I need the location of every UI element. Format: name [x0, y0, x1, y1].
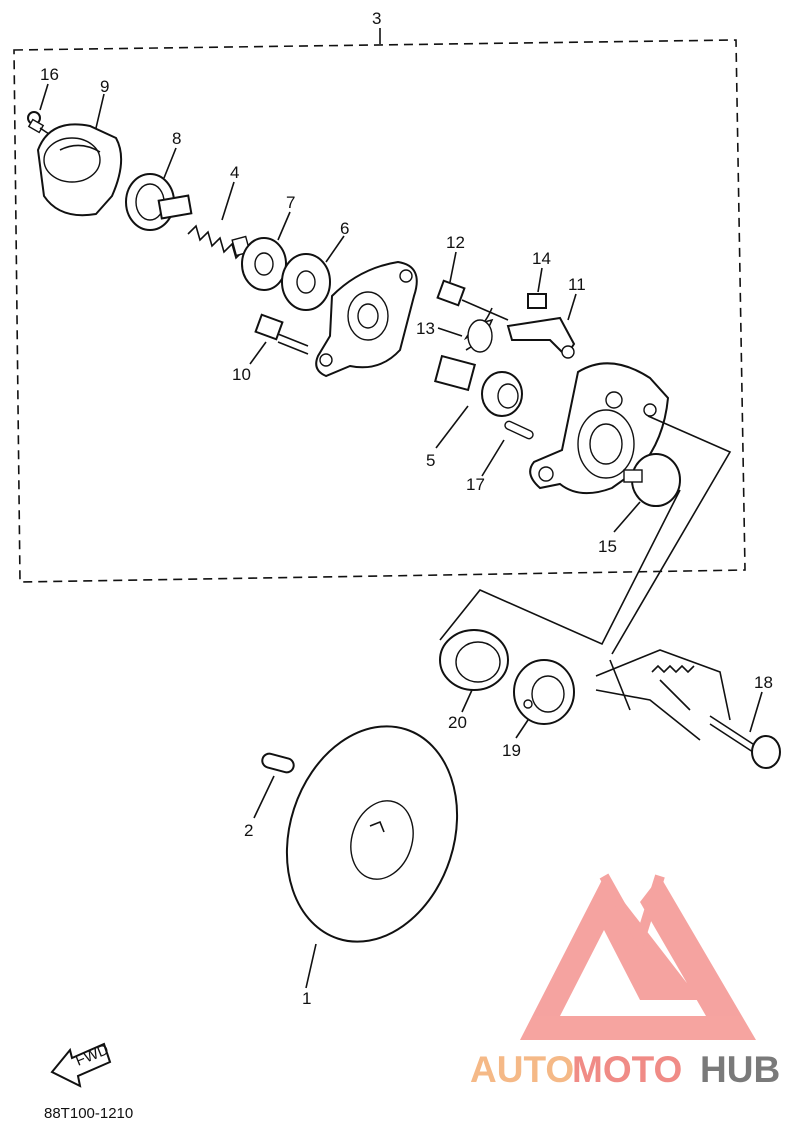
- part-main-housing: [529, 362, 670, 495]
- part-19-bearing: [513, 659, 575, 725]
- label-3: 3: [372, 9, 381, 28]
- part-11-lever: [506, 316, 576, 359]
- leader-4: [221, 181, 235, 221]
- brand-part-hub: HUB: [700, 1049, 780, 1090]
- label-12: 12: [446, 233, 465, 252]
- label-2: 2: [244, 821, 253, 840]
- part-7-plate: [241, 237, 287, 291]
- part-8-housing: [125, 173, 193, 231]
- part-1-disc: [285, 725, 459, 943]
- leader-10: [249, 341, 267, 365]
- leader-18: [749, 691, 763, 733]
- drawing-code: 88T100-1210: [44, 1105, 133, 1122]
- label-9: 9: [100, 77, 109, 96]
- leader-11: [567, 293, 577, 321]
- part-base-bracket: [315, 260, 418, 378]
- label-10: 10: [232, 365, 251, 384]
- label-19: 19: [502, 741, 521, 760]
- part-labels: 3 16 9 8 4 7 6 12 14 11 13 10 5 17 15 20…: [40, 9, 773, 1008]
- label-5: 5: [426, 451, 435, 470]
- leader-20: [461, 689, 473, 713]
- part-10-bolt: [254, 313, 309, 355]
- label-13: 13: [416, 319, 435, 338]
- label-16: 16: [40, 65, 59, 84]
- part-5-shaft: [433, 354, 523, 417]
- part-16-screw: [27, 111, 53, 137]
- label-18: 18: [754, 673, 773, 692]
- part-12-nut: [436, 279, 509, 321]
- label-6: 6: [340, 219, 349, 238]
- label-4: 4: [230, 163, 239, 182]
- label-7: 7: [286, 193, 295, 212]
- leader-6: [325, 235, 345, 263]
- leader-15: [613, 501, 641, 533]
- part-18-bolt: [709, 715, 781, 769]
- label-1: 1: [302, 989, 311, 1008]
- fwd-arrow-icon: FWD: [50, 1041, 111, 1088]
- leader-17: [481, 439, 505, 477]
- leader-2: [253, 775, 275, 819]
- leader-14: [537, 267, 543, 293]
- leader-5: [435, 405, 469, 449]
- part-9-cover: [36, 123, 123, 217]
- label-14: 14: [532, 249, 551, 268]
- part-13-spring: [463, 307, 494, 353]
- leader-19: [515, 719, 529, 739]
- leader-8: [163, 147, 177, 179]
- label-15: 15: [598, 537, 617, 556]
- leader-9: [95, 93, 105, 129]
- leader-7: [277, 211, 291, 241]
- part-14-nut: [527, 293, 547, 309]
- brand-part-moto: MOTO: [572, 1049, 682, 1090]
- part-6-washer: [281, 253, 331, 311]
- label-8: 8: [172, 129, 181, 148]
- label-20: 20: [448, 713, 467, 732]
- leader-16: [39, 83, 49, 111]
- part-15-plug: [623, 453, 681, 507]
- brand-part-auto: AUTO: [470, 1049, 574, 1090]
- label-17: 17: [466, 475, 485, 494]
- part-4-spring: [187, 224, 251, 260]
- watermark-brand: AUTO MOTO HUB: [470, 1049, 780, 1090]
- crankcase-section: [595, 649, 731, 741]
- leader-12: [449, 251, 457, 283]
- watermark-logo-icon: [520, 873, 756, 1040]
- connector-lines: [439, 415, 732, 655]
- leader-1: [305, 943, 317, 989]
- part-20-seal: [439, 629, 509, 691]
- part-2-key: [261, 752, 295, 774]
- part-17-pin: [504, 420, 534, 440]
- label-11: 11: [568, 275, 586, 294]
- leader-13: [437, 327, 463, 337]
- assembly-boundary: [13, 39, 746, 583]
